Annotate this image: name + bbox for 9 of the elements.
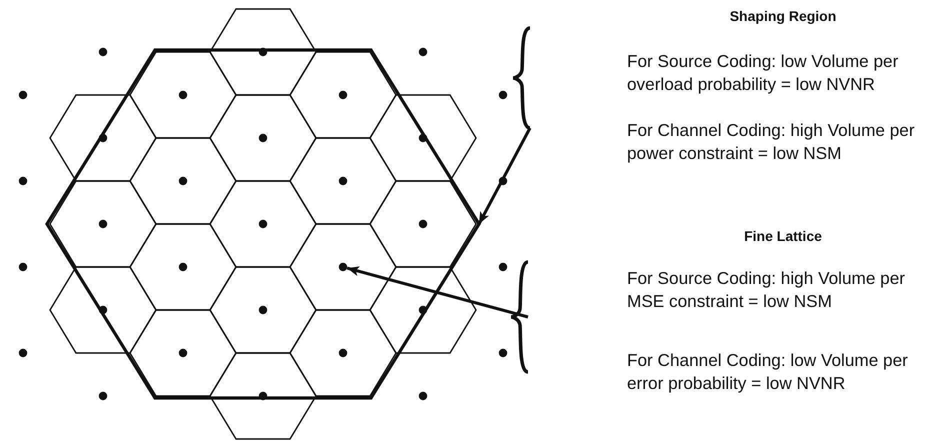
section-heading: Fine Lattice xyxy=(743,228,823,244)
arrow xyxy=(478,127,532,225)
section-heading: Shaping Region xyxy=(728,8,838,24)
description-text: For Source Coding: low Volume per overload probability = low NVNR xyxy=(627,50,900,96)
description-text: For Channel Coding: high Volume per power constraint = low NSM xyxy=(627,119,916,165)
description-text: For Channel Coding: low Volume per error probability = low NVNR xyxy=(627,349,909,395)
arrow xyxy=(346,266,528,318)
lattice-point xyxy=(338,262,348,272)
description-text: For Source Coding: high Volume per MSE constraint = low NSM xyxy=(627,267,906,313)
